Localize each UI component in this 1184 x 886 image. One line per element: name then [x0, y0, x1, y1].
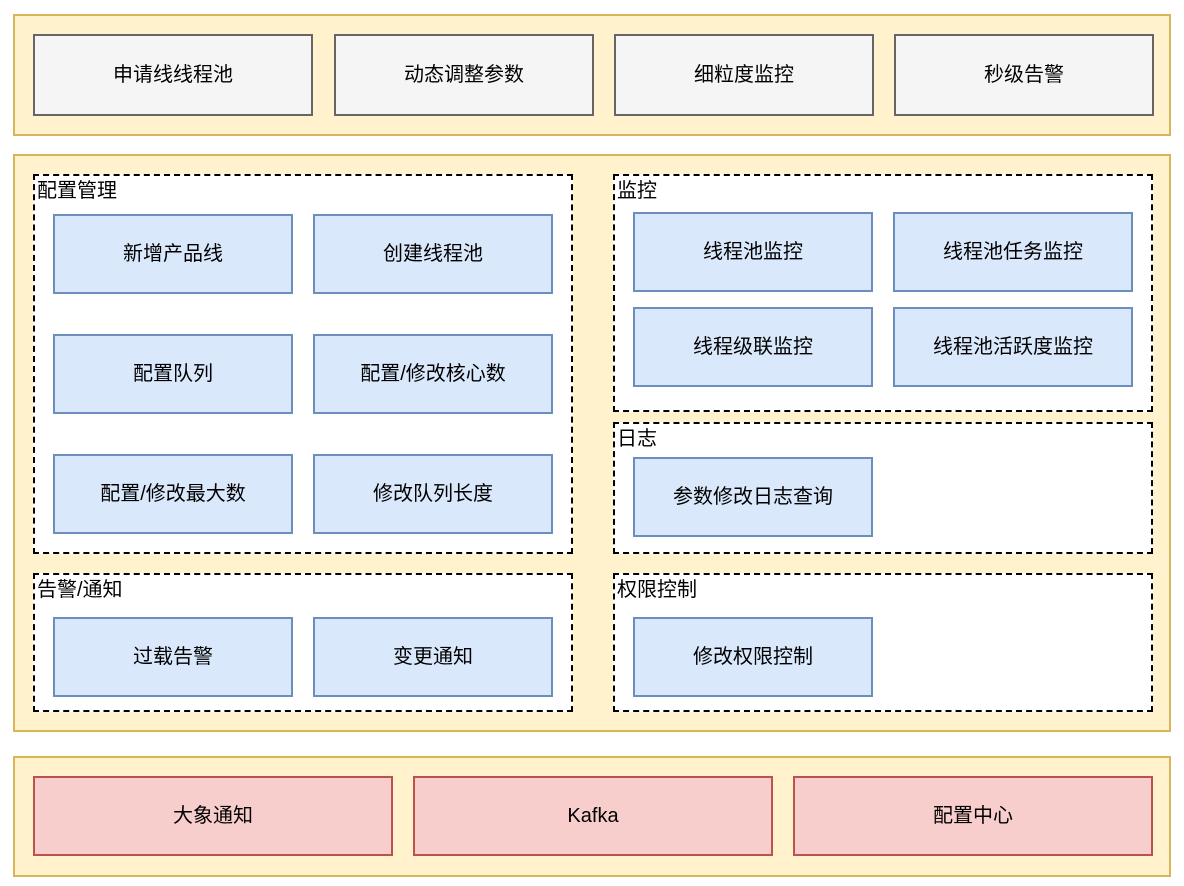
module-box-param-change-log-query: 参数修改日志查询	[633, 457, 873, 537]
module-box-threadpool-task-monitor: 线程池任务监控	[893, 212, 1133, 292]
module-box-thread-cascade-monitor: 线程级联监控	[633, 307, 873, 387]
section-title-monitoring: 监控	[617, 180, 657, 202]
module-box-config-core-count: 配置/修改核心数	[313, 334, 553, 414]
feature-band: 申请线线程池 动态调整参数 细粒度监控 秒级告警	[13, 14, 1171, 136]
section-title-config-management: 配置管理	[37, 180, 117, 202]
module-box-overload-alarm: 过载告警	[53, 617, 293, 697]
section-title-permission-control: 权限控制	[617, 579, 697, 601]
module-box-change-notify: 变更通知	[313, 617, 553, 697]
section-log: 日志 参数修改日志查询	[613, 422, 1153, 554]
section-title-alarm-notify: 告警/通知	[37, 579, 123, 601]
section-title-log: 日志	[617, 428, 657, 450]
module-box-config-queue: 配置队列	[53, 334, 293, 414]
module-box-modify-queue-length: 修改队列长度	[313, 454, 553, 534]
infra-box-daxiang-notify: 大象通知	[33, 776, 393, 856]
module-box-threadpool-activity-monitor: 线程池活跃度监控	[893, 307, 1133, 387]
section-alarm-notify: 告警/通知 过载告警 变更通知	[33, 573, 573, 712]
feature-box-fine-grained-monitor: 细粒度监控	[614, 34, 874, 116]
modules-band: 配置管理 新增产品线 创建线程池 配置队列 配置/修改核心数 配置/修改最大数 …	[13, 154, 1171, 732]
section-monitoring: 监控 线程池监控 线程池任务监控 线程级联监控 线程池活跃度监控	[613, 174, 1153, 412]
infra-box-config-center: 配置中心	[793, 776, 1153, 856]
module-box-create-threadpool: 创建线程池	[313, 214, 553, 294]
feature-box-second-level-alarm: 秒级告警	[894, 34, 1154, 116]
infra-band: 大象通知 Kafka 配置中心	[13, 756, 1171, 877]
feature-box-apply-threadpool: 申请线线程池	[33, 34, 313, 116]
module-box-modify-permission-control: 修改权限控制	[633, 617, 873, 697]
module-box-add-product-line: 新增产品线	[53, 214, 293, 294]
module-box-config-max-count: 配置/修改最大数	[53, 454, 293, 534]
infra-box-kafka: Kafka	[413, 776, 773, 856]
feature-box-dynamic-params: 动态调整参数	[334, 34, 594, 116]
section-permission-control: 权限控制 修改权限控制	[613, 573, 1153, 712]
module-box-threadpool-monitor: 线程池监控	[633, 212, 873, 292]
section-config-management: 配置管理 新增产品线 创建线程池 配置队列 配置/修改核心数 配置/修改最大数 …	[33, 174, 573, 554]
